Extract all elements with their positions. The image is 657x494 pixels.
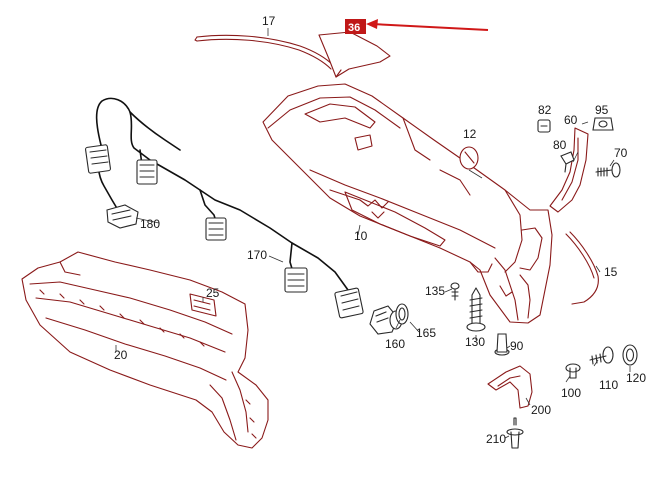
- label-15: 15: [604, 265, 618, 279]
- part-25-bracket[interactable]: [189, 293, 217, 317]
- label-120: 120: [626, 371, 646, 385]
- part-12-cap[interactable]: [459, 146, 483, 179]
- label-70: 70: [614, 146, 628, 160]
- part-200-bracket[interactable]: [487, 365, 533, 409]
- part-17-trim-strip[interactable]: [194, 34, 335, 70]
- highlight-arrow: [366, 19, 489, 31]
- part-165-ring[interactable]: [395, 303, 409, 325]
- callout-labels: 17 36 82 95 60 12 80 70 180 10 170 25 15…: [114, 14, 646, 446]
- label-25: 25: [206, 286, 220, 300]
- part-60-side-bracket[interactable]: [549, 127, 589, 213]
- label-82: 82: [538, 103, 552, 117]
- label-100: 100: [561, 386, 581, 400]
- label-17: 17: [262, 14, 276, 28]
- label-200: 200: [531, 403, 551, 417]
- part-95-nut[interactable]: [592, 117, 614, 131]
- label-60: 60: [564, 113, 578, 127]
- label-160: 160: [385, 337, 405, 351]
- part-36-cover[interactable]: [318, 31, 391, 78]
- leader-lines: [115, 28, 631, 439]
- label-210: 210: [486, 432, 506, 446]
- part-135-screw[interactable]: [450, 282, 460, 301]
- label-95: 95: [595, 103, 609, 117]
- label-165: 165: [416, 326, 436, 340]
- label-170: 170: [247, 248, 267, 262]
- part-210-rivet[interactable]: [506, 417, 524, 449]
- part-180-connector[interactable]: [106, 204, 139, 229]
- label-135: 135: [425, 284, 445, 298]
- label-130: 130: [465, 335, 485, 349]
- label-12: 12: [463, 127, 477, 141]
- label-36: 36: [348, 22, 360, 34]
- part-15-strip[interactable]: [565, 231, 599, 305]
- label-110: 110: [599, 378, 618, 392]
- part-110-screw[interactable]: [589, 346, 614, 365]
- part-10-bumper-cover[interactable]: [262, 83, 553, 324]
- part-130-screw[interactable]: [466, 287, 486, 332]
- connector-1[interactable]: [136, 159, 158, 185]
- label-36-highlight-box: [345, 19, 366, 34]
- part-100-pin[interactable]: [565, 363, 581, 379]
- label-10: 10: [354, 229, 368, 243]
- connector-3[interactable]: [284, 267, 308, 293]
- label-180: 180: [140, 217, 160, 231]
- connector-2[interactable]: [205, 217, 227, 241]
- connector-upper-left[interactable]: [85, 144, 111, 174]
- label-20: 20: [114, 348, 128, 362]
- connector-4[interactable]: [334, 287, 364, 319]
- part-90-clip[interactable]: [494, 333, 510, 356]
- label-80: 80: [553, 138, 567, 152]
- part-120-grommet[interactable]: [622, 344, 638, 366]
- part-70-screw[interactable]: [595, 162, 621, 178]
- part-82-clip[interactable]: [537, 119, 551, 133]
- part-20-diffuser[interactable]: [21, 251, 269, 449]
- label-90: 90: [510, 339, 524, 353]
